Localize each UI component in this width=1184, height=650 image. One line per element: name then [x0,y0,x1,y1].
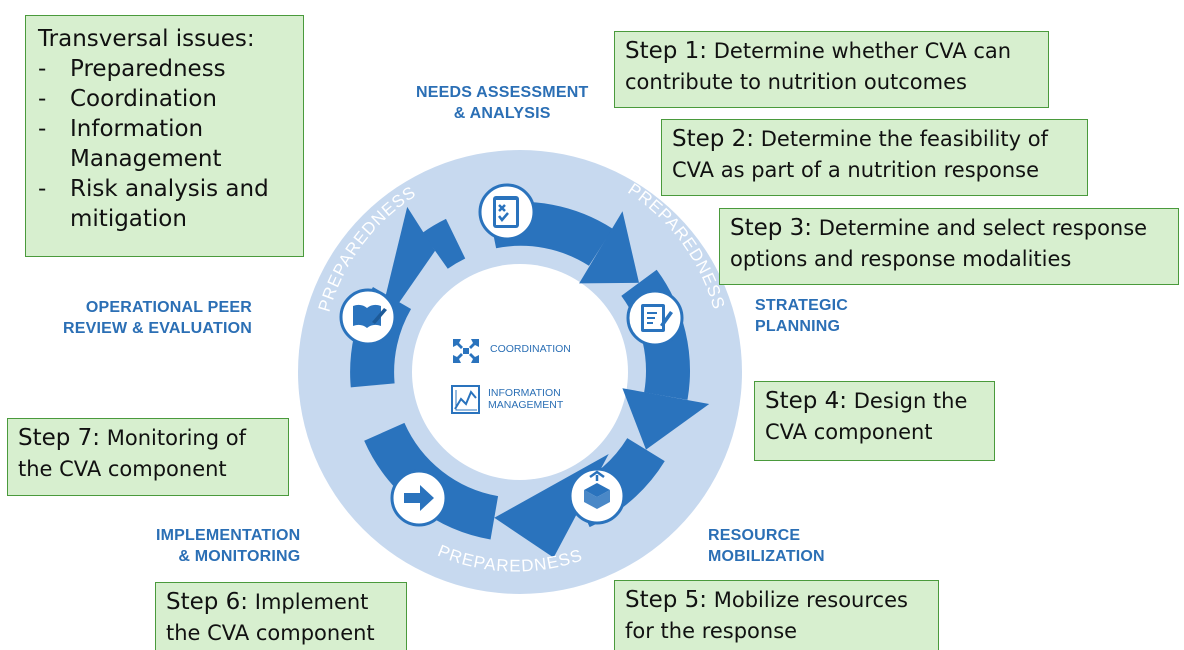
phase-needs-line-2: & ANALYSIS [453,105,551,122]
phase-strategic-planning: STRATEGIC PLANNING [755,295,848,337]
arrow-head-2 [622,388,710,450]
arrow-head-1 [579,211,639,284]
step-6-label: Step 6: [166,589,249,615]
transversal-title: Transversal issues: [38,26,255,52]
transversal-item: Coordination [38,84,291,114]
phase-strategic-line-2: PLANNING [755,318,841,335]
chart-icon [451,385,480,414]
step-2-label: Step 2: [672,126,755,152]
step-1-text: Determine whether CVA can contribute to … [625,39,1012,94]
step-5-box: Step 5: Mobilize resources for the respo… [614,580,939,650]
phase-resource-mobilization: RESOURCE MOBILIZATION [708,525,825,567]
transversal-list: Preparedness Coordination Information Ma… [38,54,291,234]
step-4-box: Step 4: Design the CVA component [754,381,995,461]
phase-needs-assessment: NEEDS ASSESSMENT & ANALYSIS [416,82,588,124]
inner-white-area [412,264,628,480]
center-info-line-1: INFORMATION [488,387,561,399]
step-6-box: Step 6: Implement the CVA component [155,582,407,650]
arrow-band-6 [422,218,466,270]
checklist-icon [478,183,536,241]
center-coordination-label: COORDINATION [490,343,571,355]
planning-icon [626,289,684,347]
step-3-box: Step 3: Determine and select response op… [719,208,1179,285]
step-2-box: Step 2: Determine the feasibility of CVA… [661,119,1088,196]
step-3-text: Determine and select response options an… [730,216,1148,271]
phase-implementation-monitoring: IMPLEMENTATION & MONITORING [156,525,300,567]
step-4-label: Step 4: [765,388,848,414]
step-3-label: Step 3: [730,215,813,241]
book-icon [339,288,397,346]
phase-strategic-line-1: STRATEGIC [755,297,849,314]
phase-resource-line-1: RESOURCE [708,527,801,544]
step-5-label: Step 5: [625,587,708,613]
phase-resource-line-2: MOBILIZATION [708,548,825,565]
box-icon [568,467,626,525]
step-2-text: Determine the feasibility of CVA as part… [672,127,1048,182]
arrow-right-icon [390,469,448,527]
transversal-item: Risk analysis and mitigation [38,174,291,234]
center-info-line-2: MANAGEMENT [488,399,564,411]
phase-review-line-1: OPERATIONAL PEER [85,299,252,316]
step-6-text: Implement the CVA component [166,590,375,645]
phase-needs-line-1: NEEDS ASSESSMENT [416,84,589,101]
step-4-text: Design the CVA component [765,389,968,444]
phase-operational-review: OPERATIONAL PEER REVIEW & EVALUATION [63,297,252,339]
step-7-box: Step 7: Monitoring of the CVA component [7,418,289,496]
center-info-label: INFORMATION MANAGEMENT [488,387,563,411]
transversal-issues-box: Transversal issues: Preparedness Coordin… [25,15,304,257]
step-1-box: Step 1: Determine whether CVA can contri… [614,31,1049,108]
step-7-text: Monitoring of the CVA component [18,426,246,481]
step-5-text: Mobilize resources for the response [625,588,908,643]
step-1-label: Step 1: [625,38,708,64]
transversal-item: Preparedness [38,54,291,84]
step-7-label: Step 7: [18,425,101,451]
coordination-icon [453,339,479,363]
transversal-item: Information Management [38,114,291,174]
phase-review-line-2: REVIEW & EVALUATION [63,320,252,337]
phase-implementation-line-2: & MONITORING [178,548,301,565]
phase-implementation-line-1: IMPLEMENTATION [156,527,301,544]
